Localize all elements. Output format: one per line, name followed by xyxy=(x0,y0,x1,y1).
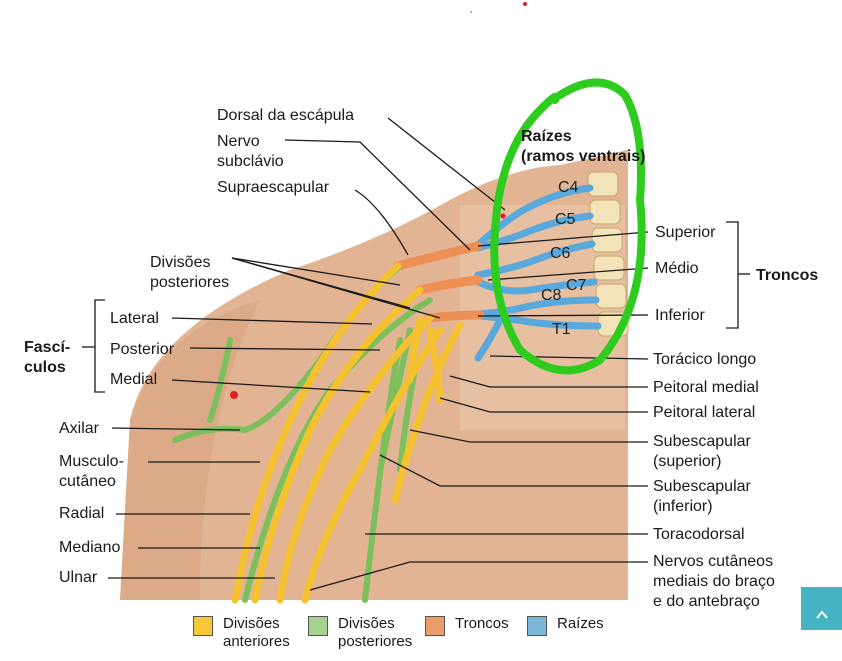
label-c5: C5 xyxy=(555,211,576,228)
legend-swatch xyxy=(308,616,328,636)
label-supraescapular: Supraescapular xyxy=(217,179,330,196)
label-c7: C7 xyxy=(566,277,587,294)
label-ulnar: Ulnar xyxy=(59,569,98,586)
label-inferior: Inferior xyxy=(655,307,705,324)
label-subescapular-superior: Subescapular xyxy=(653,433,751,450)
label-mediano: Mediano xyxy=(59,539,121,556)
label-fasciculos: Fascí- xyxy=(24,339,71,356)
red-dot-marker xyxy=(523,2,527,6)
shoulder-body-shape xyxy=(120,150,628,600)
gray-dot-marker xyxy=(470,11,472,13)
label-superior-paren: (superior) xyxy=(653,453,722,470)
label-posterior: Posterior xyxy=(110,341,175,358)
label-raizes: Raízes xyxy=(521,128,572,145)
label-medio: Médio xyxy=(655,260,699,277)
scroll-to-top-button[interactable] xyxy=(801,587,842,630)
legend-item-raizes: Raízes xyxy=(527,612,617,652)
leader-lines xyxy=(108,117,649,591)
label-toracico-longo: Torácico longo xyxy=(653,351,757,368)
label-superior: Superior xyxy=(655,224,716,241)
label-nervo: Nervo xyxy=(217,133,260,150)
label-c6: C6 xyxy=(550,245,571,262)
legend-swatch xyxy=(425,616,445,636)
label-subclavio: subclávio xyxy=(217,153,284,170)
legend-label: Troncos xyxy=(455,615,509,632)
label-axilar: Axilar xyxy=(59,420,100,437)
label-troncos: Troncos xyxy=(756,267,819,284)
label-toracodorsal: Toracodorsal xyxy=(653,526,745,543)
label-lateral: Lateral xyxy=(110,310,159,327)
label-peitoral-lateral: Peitoral lateral xyxy=(653,404,756,421)
label-antebraco: e do antebraço xyxy=(653,593,760,610)
label-cutaneo: cutâneo xyxy=(59,473,116,490)
label-mediais-braco: mediais do braço xyxy=(653,573,775,590)
label-musculo: Musculo- xyxy=(59,453,124,470)
brackets xyxy=(82,221,750,393)
label-posteriores: posteriores xyxy=(150,274,230,291)
label-subescapular-inferior: Subescapular xyxy=(653,478,751,495)
legend-item-troncos: Troncos xyxy=(425,612,520,652)
green-highlight-circle xyxy=(490,78,646,375)
trunks xyxy=(393,241,485,323)
label-c8: C8 xyxy=(541,287,562,304)
spine-vertebrae xyxy=(587,171,629,337)
label-t1: T1 xyxy=(552,321,571,338)
label-peitoral-medial: Peitoral medial xyxy=(653,379,759,396)
chevron-up-icon xyxy=(815,610,828,619)
label-radial: Radial xyxy=(59,505,105,522)
label-nervos-cutaneos: Nervos cutâneos xyxy=(653,553,774,570)
legend-swatch xyxy=(193,616,213,636)
label-inferior-paren: (inferior) xyxy=(653,498,713,515)
label-culos: culos xyxy=(24,359,66,376)
label-medial: Medial xyxy=(110,371,158,388)
anterior-divisions xyxy=(231,262,464,604)
label-dorsal-escapula: Dorsal da escápula xyxy=(217,107,354,124)
label-divisoes: Divisões xyxy=(150,254,211,271)
red-dot-marker xyxy=(500,213,506,219)
legend-swatch xyxy=(527,616,547,636)
red-dot-marker xyxy=(230,391,238,399)
label-c4: C4 xyxy=(558,179,579,196)
legend-label: Raízes xyxy=(557,615,604,632)
label-ramos-ventrais: (ramos ventrais) xyxy=(521,148,646,165)
